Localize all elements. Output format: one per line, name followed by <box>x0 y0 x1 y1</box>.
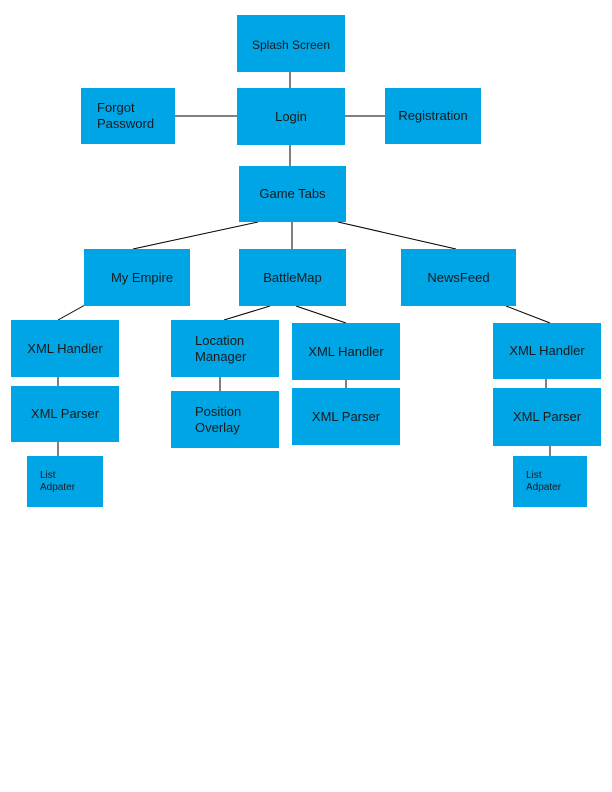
connector-battlemap-location <box>223 305 271 321</box>
game-tabs-box: Game Tabs <box>239 166 346 222</box>
list-adapter-label-3: List Adpater <box>526 469 562 493</box>
battlemap-label: BattleMap <box>263 269 322 285</box>
newsfeed-label: NewsFeed <box>427 269 490 285</box>
location-manager-label: Location Manager <box>195 332 247 364</box>
xml-parser-box-1: XML Parser <box>11 386 119 442</box>
registration-box: Registration <box>385 88 481 144</box>
xml-handler-box-2: XML Handler <box>292 323 400 380</box>
xml-handler-label-2: XML Handler <box>308 343 384 359</box>
location-manager-box: Location Manager <box>171 320 279 377</box>
splash-screen-box: Splash Screen <box>237 15 345 72</box>
connector-battlemap-xmlhandler <box>295 305 347 324</box>
connector-myempire-xmlhandler <box>57 304 86 321</box>
connector-gametabs-myempire <box>132 221 259 250</box>
position-overlay-label: Position Overlay <box>195 403 242 435</box>
xml-handler-box-1: XML Handler <box>11 320 119 377</box>
my-empire-box: My Empire <box>84 249 190 306</box>
xml-handler-label-3: XML Handler <box>509 343 585 359</box>
newsfeed-box: NewsFeed <box>401 249 516 306</box>
xml-parser-box-3: XML Parser <box>493 388 601 446</box>
forgot-password-label: Forgot Password <box>97 100 155 131</box>
list-adapter-box-1: List Adpater <box>27 456 103 507</box>
login-label: Login <box>275 108 307 124</box>
list-adapter-label-1: List Adpater <box>40 469 76 493</box>
splash-screen-label: Splash Screen <box>251 38 331 53</box>
forgot-password-box: Forgot Password <box>81 88 175 144</box>
position-overlay-box: Position Overlay <box>171 391 279 448</box>
xml-parser-label-3: XML Parser <box>512 409 582 425</box>
xml-parser-label-1: XML Parser <box>30 406 100 422</box>
registration-label: Registration <box>398 108 468 124</box>
my-empire-label: My Empire <box>110 269 174 285</box>
game-tabs-label: Game Tabs <box>259 186 326 202</box>
connector-gametabs-newsfeed <box>337 221 457 250</box>
xml-parser-box-2: XML Parser <box>292 388 400 445</box>
battlemap-box: BattleMap <box>239 249 346 306</box>
login-box: Login <box>237 88 345 145</box>
list-adapter-box-3: List Adpater <box>513 456 587 507</box>
xml-handler-label-1: XML Handler <box>27 340 103 356</box>
xml-handler-box-3: XML Handler <box>493 323 601 379</box>
connector-newsfeed-xmlhandler <box>505 305 551 324</box>
xml-parser-label-2: XML Parser <box>311 408 381 424</box>
